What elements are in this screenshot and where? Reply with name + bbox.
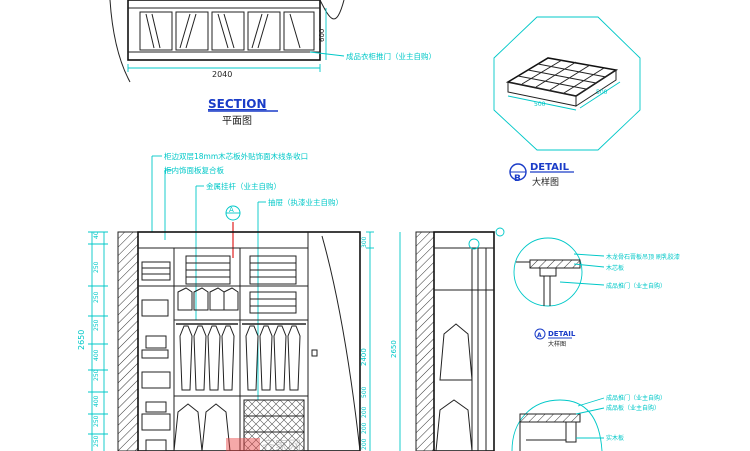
elevation-left-dimensions: 2650 40 250 250 250 400 250 400 250 250 xyxy=(77,231,108,451)
detail-a-note-top-3: 成品推门（业主自购） xyxy=(606,282,666,290)
detail-b: 500 500 B DETAIL 大样图 xyxy=(493,16,641,188)
elevation-height-total: 2650 xyxy=(77,330,86,350)
left-dim-4: 400 xyxy=(93,349,100,361)
detail-a-profile xyxy=(516,259,581,306)
lower-dim-0: 200 xyxy=(361,438,368,450)
detail-a-marker: A xyxy=(537,332,542,339)
side-coat-2 xyxy=(435,399,473,451)
plan-door-note: 成品衣柜推门（业主自购） xyxy=(346,51,436,61)
side-coat-1 xyxy=(439,323,473,381)
elevation-folded-clothes xyxy=(141,255,297,451)
section-title: SECTION xyxy=(208,97,267,111)
detail-b-grid-box xyxy=(505,57,619,107)
lower-dim-2: 200 xyxy=(361,406,368,418)
elevation-left-wall-hatch xyxy=(117,231,139,451)
detail-a-marker-circle xyxy=(534,328,546,340)
detail-a-subtitle: 大样图 xyxy=(548,340,566,348)
side-section-height: 2650 xyxy=(390,340,398,358)
elevation-cabinet-frame xyxy=(137,231,361,451)
detail-b-subtitle: 大样图 xyxy=(532,176,559,188)
elevation-note-1: 柜边双层18mm木芯板外贴饰面木线条收口 xyxy=(164,151,308,161)
elevation-note-4: 抽屉（执漆业主自购） xyxy=(268,197,343,207)
detail-a-lower-profile xyxy=(519,413,581,451)
elevation-marker-a: A xyxy=(229,206,234,214)
detail-b-dim-b: 500 xyxy=(596,89,608,96)
elevation-folded-shirts xyxy=(177,287,239,311)
elevation-inner-height: 2400 xyxy=(360,348,368,366)
lower-dim-1: 200 xyxy=(361,422,368,434)
plan-width-dimension: 2040 xyxy=(212,70,232,79)
elevation-right-dimensions: 300 2400 500 200 200 200 xyxy=(360,231,374,451)
elevation-note-2: 柜内饰面板复合板 xyxy=(164,165,224,175)
elevation-view: 柜边双层18mm木芯板外贴饰面木线条收口 柜内饰面板复合板 金属挂杆（业主自购）… xyxy=(77,151,505,451)
elevation-switch xyxy=(311,349,318,357)
detail-a-note-top-1: 木龙骨石膏板吊顶 刷乳胶漆 xyxy=(606,253,680,261)
plan-wall-curve xyxy=(109,0,131,83)
elevation-top-dim: 300 xyxy=(361,236,368,248)
watermark: 齐家网 xyxy=(226,438,301,451)
plan-door-leader xyxy=(309,51,345,57)
detail-a-title: DETAIL xyxy=(548,330,576,338)
elevation-drawers xyxy=(243,399,305,451)
left-dim-1: 250 xyxy=(93,261,100,273)
detail-a-note-top-2: 木芯板 xyxy=(606,264,624,272)
plan-door-panels xyxy=(139,11,315,51)
plan-cabinet-outline xyxy=(127,0,321,61)
left-dim-2: 250 xyxy=(93,291,100,303)
detail-a-lower-circle xyxy=(511,399,603,451)
plan-view: 2040 600 成品衣柜推门（业主自购） SECTION 平面图 xyxy=(109,0,436,127)
detail-b-octagon xyxy=(493,16,641,151)
side-section: 2650 xyxy=(390,227,505,451)
detail-b-dim-a: 500 xyxy=(534,101,546,108)
detail-b-title: DETAIL xyxy=(530,162,570,173)
plan-depth-dimension: 600 xyxy=(318,29,326,42)
left-dim-6: 400 xyxy=(93,395,100,407)
left-dim-5: 250 xyxy=(93,369,100,381)
plan-door-swing xyxy=(319,0,345,20)
detail-b-marker: B xyxy=(514,174,521,184)
detail-a-note-bottom-1: 成品推门（业主自购） xyxy=(606,394,666,402)
elevation-notes: 柜边双层18mm木芯板外贴饰面木线条收口 柜内饰面板复合板 金属挂杆（业主自购）… xyxy=(151,151,343,400)
detail-a-note-bottom-3: 实木板 xyxy=(606,434,624,442)
lower-dim-3: 500 xyxy=(361,386,368,398)
detail-a: 木龙骨石膏板吊顶 刷乳胶漆 木芯板 成品推门（业主自购） A DETAIL 大样… xyxy=(511,237,680,451)
elevation-hanging-clothes xyxy=(173,323,306,451)
detail-a-circle xyxy=(513,237,583,307)
elevation-right-curve xyxy=(321,235,361,451)
left-dim-0: 40 xyxy=(93,231,100,239)
left-dim-8: 250 xyxy=(93,435,100,447)
elevation-note-3: 金属挂杆（业主自购） xyxy=(206,181,281,191)
watermark-text: 齐家网 xyxy=(262,438,301,451)
left-dim-7: 250 xyxy=(93,415,100,427)
left-dim-3: 250 xyxy=(93,319,100,331)
section-subtitle: 平面图 xyxy=(222,115,252,127)
detail-a-note-bottom-2: 成品板（业主自购） xyxy=(606,404,660,412)
